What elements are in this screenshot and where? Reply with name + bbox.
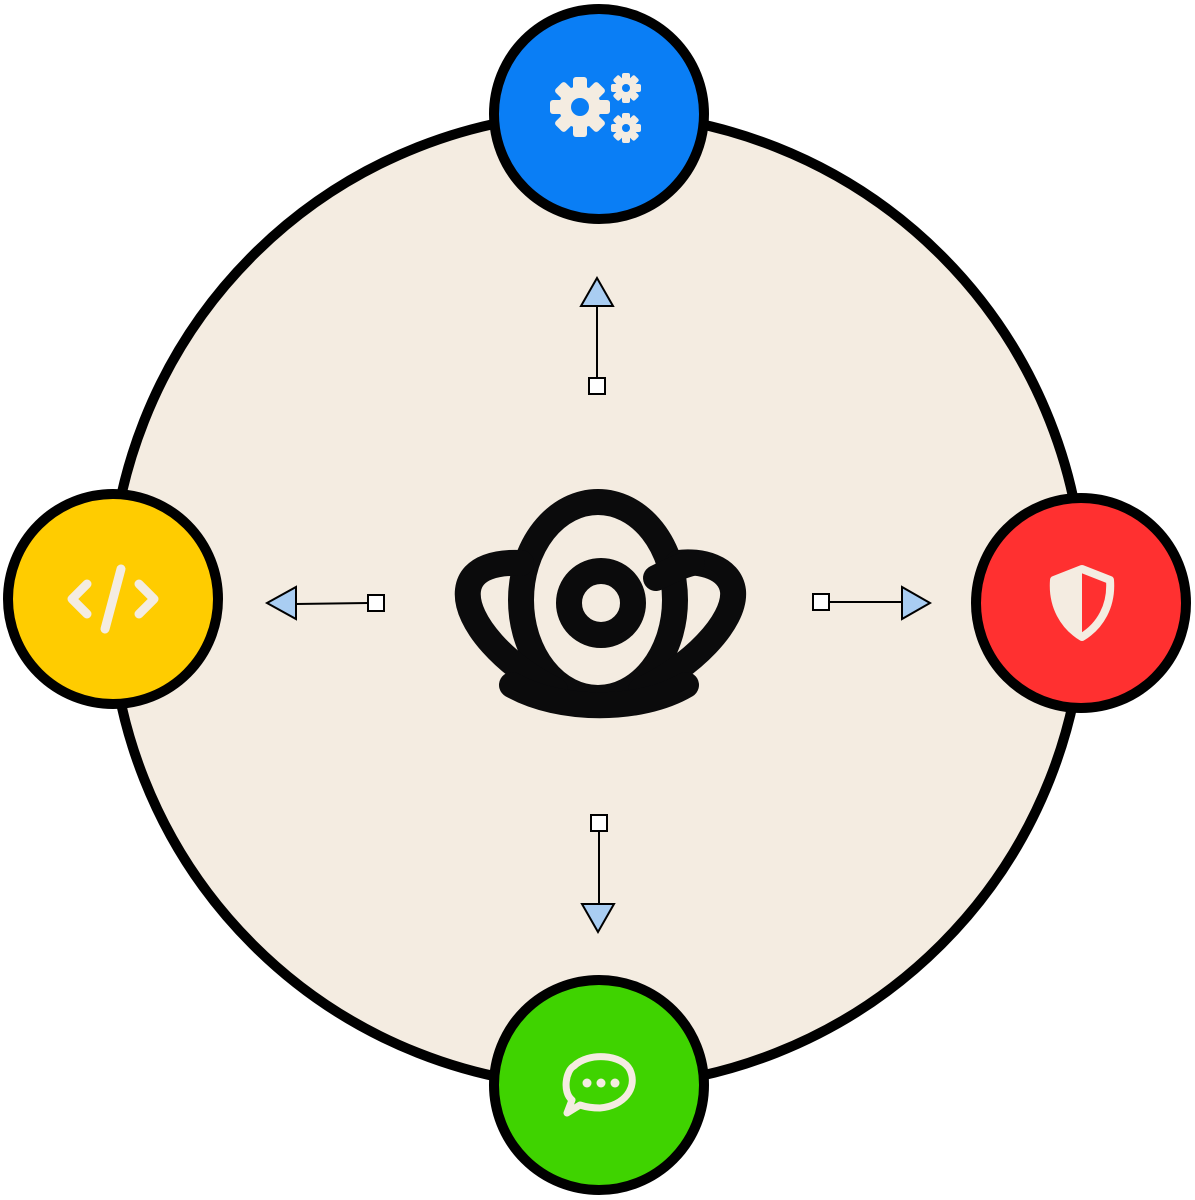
connector-handle: [590, 814, 608, 832]
chat-bubble-icon: [562, 1053, 636, 1117]
node-bottom[interactable]: [489, 975, 709, 1195]
eye-flower-logo-icon: [454, 489, 747, 719]
connector-handle: [588, 377, 606, 395]
connector-handle: [812, 593, 830, 611]
node-left[interactable]: [3, 489, 223, 709]
gears-icon: [550, 73, 641, 143]
outer-ring: [105, 108, 1089, 1092]
connector-bottom: [580, 814, 616, 935]
code-icon: [67, 564, 159, 634]
arrowhead-right: [901, 585, 933, 621]
node-top[interactable]: [489, 4, 709, 224]
connector-left: [264, 585, 385, 621]
shield-icon: [1049, 565, 1115, 641]
arrowhead-down: [580, 903, 616, 935]
connector-handle: [367, 594, 385, 612]
arrowhead-up: [579, 275, 615, 307]
connector-right: [812, 585, 933, 621]
connector-top: [579, 275, 615, 395]
arrowhead-left: [264, 585, 297, 621]
node-right[interactable]: [971, 493, 1191, 713]
